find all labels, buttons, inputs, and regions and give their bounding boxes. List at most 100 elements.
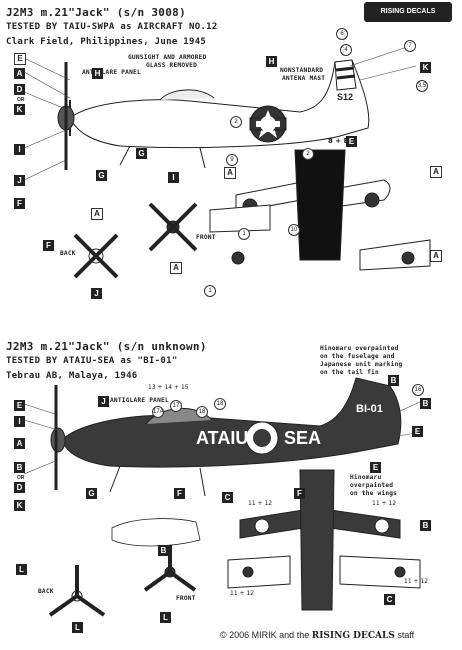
hinomaru-tail-1: Hinomaru overpainted bbox=[320, 345, 399, 352]
callout-B-3: B bbox=[420, 398, 431, 409]
footer-year: © 2006 bbox=[220, 630, 250, 640]
callout-n2b: 2 bbox=[302, 148, 314, 160]
callout-L-3: L bbox=[160, 612, 171, 623]
callout-I-1: I bbox=[14, 144, 25, 155]
callout-F-4: F bbox=[294, 488, 305, 499]
callout-A-5: A bbox=[430, 250, 442, 262]
callout-n3-5: 3,5 bbox=[416, 80, 428, 92]
glass-label: GLASS REMOVED bbox=[146, 62, 198, 69]
antena-label: ANTENA MAST bbox=[282, 75, 326, 82]
callout-n9: 9 bbox=[226, 154, 238, 166]
footer-brand: RISING DECALS bbox=[311, 631, 395, 641]
callout-n2: 2 bbox=[230, 116, 242, 128]
callout-I-2: I bbox=[168, 172, 179, 183]
sheet1-title: J2M3 m.21"Jack" (s/n 3008) bbox=[6, 6, 186, 19]
callout-n1: 1 bbox=[238, 228, 250, 240]
callout-11-12-a: 11 + 12 bbox=[248, 500, 273, 507]
sheet1-tail-code: S12 bbox=[337, 92, 353, 102]
footer-staff: staff bbox=[397, 630, 415, 640]
callout-A-7: A bbox=[14, 438, 25, 449]
callout-B-2: B bbox=[388, 375, 399, 386]
callout-H-2: H bbox=[266, 56, 277, 67]
callout-E-4: E bbox=[412, 426, 423, 437]
callout-L-2: L bbox=[72, 622, 83, 633]
callout-E-1: E bbox=[14, 53, 26, 65]
callout-H-1: H bbox=[92, 68, 103, 79]
sheet2-top-view bbox=[227, 469, 421, 611]
callout-11-12-d: 11 + 12 bbox=[404, 578, 429, 585]
callout-A-2: A bbox=[224, 167, 236, 179]
callout-11-12-c: 11 + 12 bbox=[230, 590, 255, 597]
hinomaru-tail-4: on the tail fin bbox=[320, 369, 379, 376]
callout-11-12-b: 11 + 12 bbox=[372, 500, 397, 507]
callout-G-1: G bbox=[136, 148, 147, 159]
sheet2-subtitle: TESTED BY ATAIU-SEA as "BI-01" bbox=[6, 356, 178, 366]
hinomaru-wings-3: on the wings bbox=[350, 490, 398, 497]
callout-F-3: F bbox=[174, 488, 185, 499]
sheet2-fuselage-text-right: SEA bbox=[284, 428, 321, 448]
callout-G-2: G bbox=[96, 170, 107, 181]
front-label-2: FRONT bbox=[176, 595, 196, 602]
hinomaru-wings-1: Hinomaru bbox=[350, 474, 382, 481]
hinomaru-wings-2: overpainted bbox=[350, 482, 394, 489]
callout-K-1: K bbox=[14, 104, 25, 115]
sheet2-small-profile bbox=[111, 518, 201, 547]
callout-B-4: B bbox=[420, 520, 431, 531]
or-label-1: OR bbox=[17, 97, 25, 103]
or-label-2: OR bbox=[17, 475, 25, 481]
callout-17: 17 bbox=[170, 400, 182, 412]
antiglare-label-2: ANTIGLARE PANEL bbox=[110, 397, 169, 404]
sheet2-fuselage-text-left: ATAIU bbox=[196, 428, 248, 448]
callout-I-3: I bbox=[14, 416, 25, 427]
callout-A-3: A bbox=[91, 208, 103, 220]
callout-K-3: K bbox=[14, 500, 25, 511]
callout-F-2: F bbox=[43, 240, 54, 251]
rising-decals-logo: RISING DECALS bbox=[364, 2, 452, 22]
gunsight-label: GUNSIGHT AND ARMORED bbox=[128, 54, 207, 61]
sheet1-side-profile bbox=[57, 59, 370, 170]
callout-18b: 18 bbox=[196, 406, 208, 418]
callout-D-1: D bbox=[14, 84, 25, 95]
sheet1-props bbox=[73, 202, 198, 279]
callout-n10: 10 bbox=[288, 224, 300, 236]
sheet2-location: Tebrau AB, Malaya, 1946 bbox=[6, 371, 138, 381]
sheet1-location: Clark Field, Philippines, June 1945 bbox=[6, 37, 207, 47]
callout-n7: 7 bbox=[404, 40, 416, 52]
callout-17a: 17A bbox=[152, 406, 164, 418]
sheet2-title: J2M3 m.21"Jack" (s/n unknown) bbox=[6, 340, 207, 353]
callout-K-2: K bbox=[420, 62, 431, 73]
callout-J-3: J bbox=[98, 396, 109, 407]
callout-B-5: B bbox=[158, 545, 169, 556]
callout-L-1: L bbox=[16, 564, 27, 575]
hinomaru-tail-3: Japanese unit marking bbox=[320, 361, 403, 368]
sheet2-tail-code: BI-01 bbox=[356, 403, 383, 415]
sheet1-subtitle: TESTED BY TAIU-SWPA as AIRCRAFT NO.12 bbox=[6, 22, 218, 32]
nonstandard-label: NONSTANDARD bbox=[280, 67, 324, 74]
callout-18: 18 bbox=[214, 398, 226, 410]
callout-A-4: A bbox=[170, 262, 182, 274]
back-label-1: BACK bbox=[60, 250, 76, 257]
callout-13-14-15: 13 + 14 + 15 bbox=[148, 384, 189, 391]
back-label-2: BACK bbox=[38, 588, 54, 595]
callout-E-5: E bbox=[370, 462, 381, 473]
callout-16: 16 bbox=[412, 384, 424, 396]
footer-author: MIRIK and the bbox=[251, 630, 310, 640]
callout-n4: 4 bbox=[340, 44, 352, 56]
callout-G-3: G bbox=[86, 488, 97, 499]
front-label-1: FRONT bbox=[196, 234, 216, 241]
callout-B-1: B bbox=[14, 462, 25, 473]
hinomaru-tail-2: on the fuselage and bbox=[320, 353, 395, 360]
callout-D-2: D bbox=[14, 482, 25, 493]
callout-n8-e: 8 + E bbox=[328, 137, 349, 145]
callout-n1b: 1 bbox=[204, 285, 216, 297]
callout-J-1: J bbox=[14, 175, 25, 186]
callout-J-2: J bbox=[91, 288, 102, 299]
callout-n6: 6 bbox=[336, 28, 348, 40]
callout-C-1: C bbox=[222, 492, 233, 503]
callout-E-2: E bbox=[346, 136, 357, 147]
callout-A-1: A bbox=[14, 68, 25, 79]
callout-C-2: C bbox=[384, 594, 395, 605]
footer-copyright: © 2006 MIRIK and the RISING DECALS staff bbox=[220, 630, 414, 641]
antiglare-label: ANTIGLARE PANEL bbox=[82, 69, 141, 76]
